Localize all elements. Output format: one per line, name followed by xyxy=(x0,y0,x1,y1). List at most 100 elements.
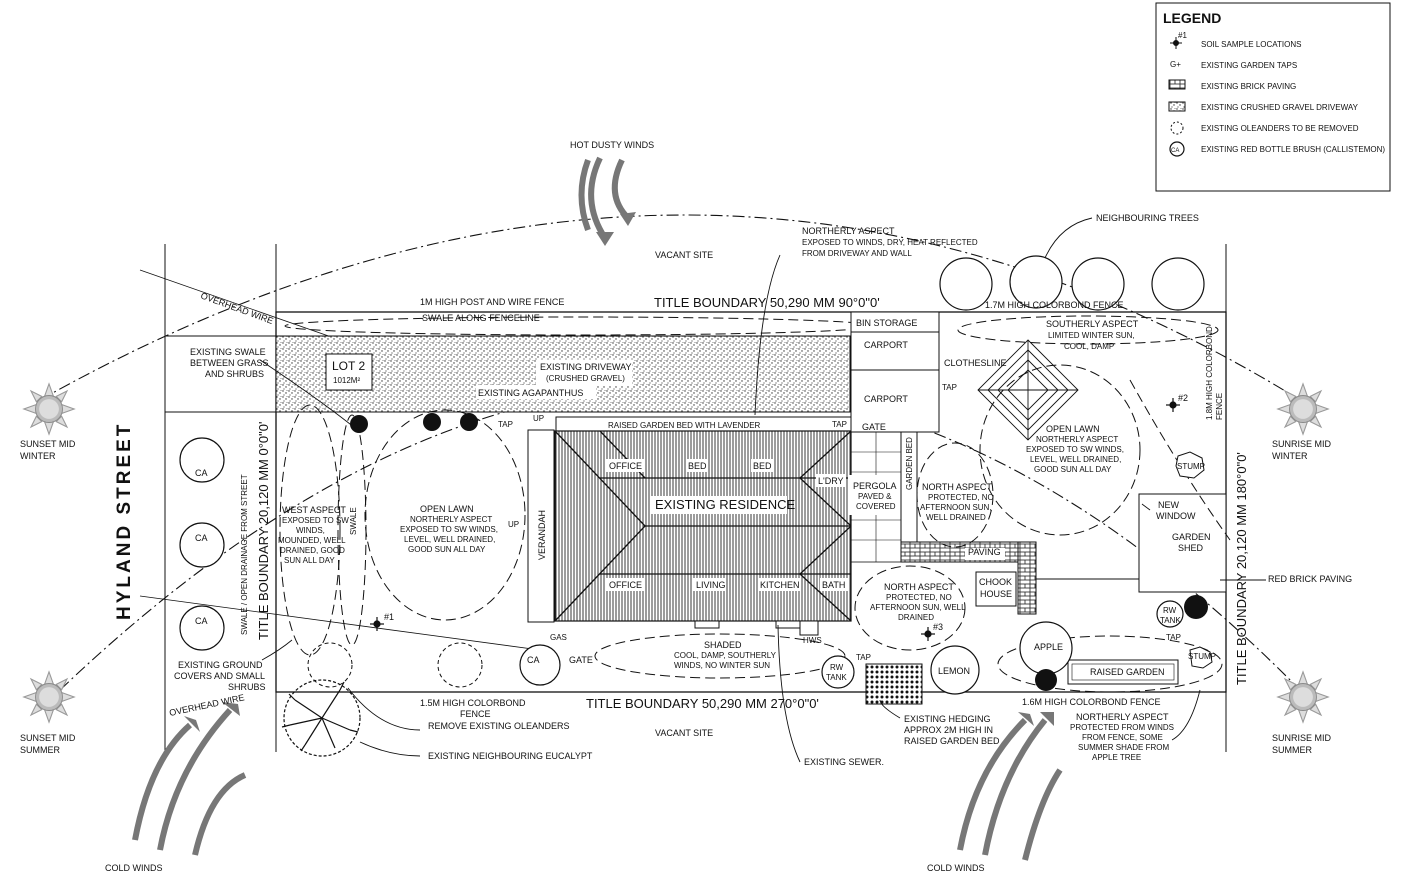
verandah xyxy=(527,429,555,623)
neighbouring-trees xyxy=(939,255,1205,311)
ground-covers-label-3: SHRUBS xyxy=(228,682,266,692)
southerly-zone xyxy=(957,315,1219,345)
legend-title: LEGEND xyxy=(1163,10,1221,26)
chook-house xyxy=(975,571,1017,607)
northerly-top-label-3: FROM DRIVEWAY AND WALL xyxy=(802,249,912,258)
sunset-winter-label-2: WINTER xyxy=(20,451,56,461)
soil-sample-icon xyxy=(370,398,1180,641)
northerly-bottom-zone xyxy=(997,635,1223,693)
legend-label: SOIL SAMPLE LOCATIONS xyxy=(1201,40,1301,49)
ground-covers-label: EXISTING GROUND xyxy=(178,660,263,670)
rw-tank xyxy=(821,655,855,689)
colorbond-br-label: 1.6M HIGH COLORBOND FENCE xyxy=(1022,697,1161,707)
west-aspect-label-6: SUN ALL DAY xyxy=(284,556,335,565)
existing-residence xyxy=(554,430,852,622)
verandah-label: VERANDAH xyxy=(537,510,547,560)
boundary-bottom-label: TITLE BOUNDARY 50,290 MM 270°0"0' xyxy=(586,696,819,711)
existing-swale-label-2: BETWEEN GRASS xyxy=(190,358,269,368)
legend-tag: #1 xyxy=(1178,31,1187,40)
west-aspect-label-2: EXPOSED TO SW xyxy=(282,516,349,525)
north-aspect-label-2: PROTECTED, NO xyxy=(928,493,994,502)
tap-label: TAP xyxy=(1166,633,1181,642)
residence-label: EXISTING RESIDENCE xyxy=(655,497,795,512)
rw-tank xyxy=(1156,600,1184,628)
lot-area-label: 1012M² xyxy=(333,376,360,385)
north-aspect-bottom-zone xyxy=(854,565,966,651)
garden-shed-label: GARDEN xyxy=(1172,532,1211,542)
clothesline-label: CLOTHESLINE xyxy=(944,358,1007,368)
open-lawn-left-label-5: GOOD SUN ALL DAY xyxy=(408,545,486,554)
sample-1-label: #1 xyxy=(384,612,394,622)
legend-tag: CA xyxy=(1171,148,1179,154)
lot-label: LOT 2 xyxy=(332,359,365,373)
bin-storage-label: BIN STORAGE xyxy=(856,318,917,328)
southerly-label: SOUTHERLY ASPECT xyxy=(1046,319,1139,329)
eucalypt xyxy=(281,679,361,757)
room-laundry: L'DRY xyxy=(818,476,844,486)
sun-icon xyxy=(1277,671,1329,723)
room-office: OFFICE xyxy=(609,461,642,471)
room-bath: BATH xyxy=(822,580,845,590)
west-aspect-label: WEST ASPECT xyxy=(282,505,346,515)
north-aspect-label-3: AFTERNOON SUN, WELL xyxy=(870,603,966,612)
post-fence-label: 1M HIGH POST AND WIRE FENCE xyxy=(420,297,564,307)
red-brick-label: RED BRICK PAVING xyxy=(1268,574,1352,584)
pergola-label: PERGOLA xyxy=(853,481,897,491)
shaded-label-3: WINDS, NO WINTER SUN xyxy=(674,661,770,670)
driveway-label-2: (CRUSHED GRAVEL) xyxy=(546,374,625,383)
west-aspect-label-5: DRAINED, GOOD xyxy=(280,546,345,555)
room-kitchen: KITCHEN xyxy=(760,580,800,590)
open-lawn-right-label-3: EXPOSED TO SW WINDS, xyxy=(1026,445,1124,454)
oleander-icon xyxy=(1170,121,1184,135)
legend-label: EXISTING CRUSHED GRAVEL DRIVEWAY xyxy=(1201,103,1359,112)
sample-3-label: #3 xyxy=(933,622,943,632)
colorbond-right-label-2: FENCE xyxy=(1215,393,1224,420)
west-aspect-label-3: WINDS, xyxy=(296,526,325,535)
sunset-winter-label: SUNSET MID xyxy=(20,439,76,449)
agapanthus xyxy=(423,413,441,431)
hedging-label-3: RAISED GARDEN BED xyxy=(904,736,1000,746)
boundary-right-label: TITLE BOUNDARY 20,120 MM 180°0"0' xyxy=(1234,452,1249,685)
north-aspect-top-zone xyxy=(916,442,994,548)
gate-label: GATE xyxy=(569,655,593,665)
shaded-zone xyxy=(594,633,846,679)
cold-wind-arrows-right xyxy=(957,717,1063,861)
southerly-label-2: LIMITED WINTER SUN, xyxy=(1048,331,1135,340)
swale-label: SWALE xyxy=(349,507,358,535)
up-label: UP xyxy=(533,414,544,423)
fenceline-swale xyxy=(284,316,876,336)
northerly-bottom-label-4: SUMMER SHADE FROM xyxy=(1078,743,1169,752)
stump xyxy=(1189,646,1213,669)
sewer-label: EXISTING SEWER. xyxy=(804,757,884,767)
north-aspect-label-2: PROTECTED, NO xyxy=(886,593,952,602)
open-lawn-right-zone xyxy=(979,364,1141,536)
sunset-summer-label-2: SUMMER xyxy=(20,745,60,755)
summer-sun-path xyxy=(59,384,1301,691)
dark-shrub xyxy=(1035,669,1057,691)
sunrise-summer-label: SUNRISE MID xyxy=(1272,733,1332,743)
existing-swale-label-3: AND SHRUBS xyxy=(205,369,264,379)
remove-oleanders-label: REMOVE EXISTING OLEANDERS xyxy=(428,721,570,731)
existing-swale-label: EXISTING SWALE xyxy=(190,347,266,357)
sample-2-label: #2 xyxy=(1178,393,1188,403)
rw-tank-label-2: TANK xyxy=(826,673,847,682)
room-office: OFFICE xyxy=(609,580,642,590)
west-aspect-label-4: MOUNDED, WELL xyxy=(278,536,346,545)
colorbond-right-label: 1.8M HIGH COLORBOND xyxy=(1205,326,1214,420)
north-aspect-label: NORTH ASPECT xyxy=(922,482,992,492)
tap-label: TAP xyxy=(498,420,513,429)
bottle-brush-trees xyxy=(179,437,561,686)
cold-winds-label: COLD WINDS xyxy=(927,863,985,873)
garden-bed-label: GARDEN BED xyxy=(905,437,914,490)
sunset-summer-label: SUNSET MID xyxy=(20,733,76,743)
northerly-bottom-label-3: FROM FENCE, SOME xyxy=(1082,733,1163,742)
shaded-label: SHADED xyxy=(704,640,742,650)
northerly-bottom-label-5: APPLE TREE xyxy=(1092,753,1141,762)
hedging-label-2: APPROX 2M HIGH IN xyxy=(904,725,993,735)
pergola xyxy=(848,431,902,563)
room-bed: BED xyxy=(753,461,772,471)
ca-label: CA xyxy=(195,468,208,478)
northerly-top-label-2: EXPOSED TO WINDS, DRY, HEAT REFLECTED xyxy=(802,238,978,247)
carport-label: CARPORT xyxy=(864,340,908,350)
garden-shed-label-2: SHED xyxy=(1178,543,1204,553)
